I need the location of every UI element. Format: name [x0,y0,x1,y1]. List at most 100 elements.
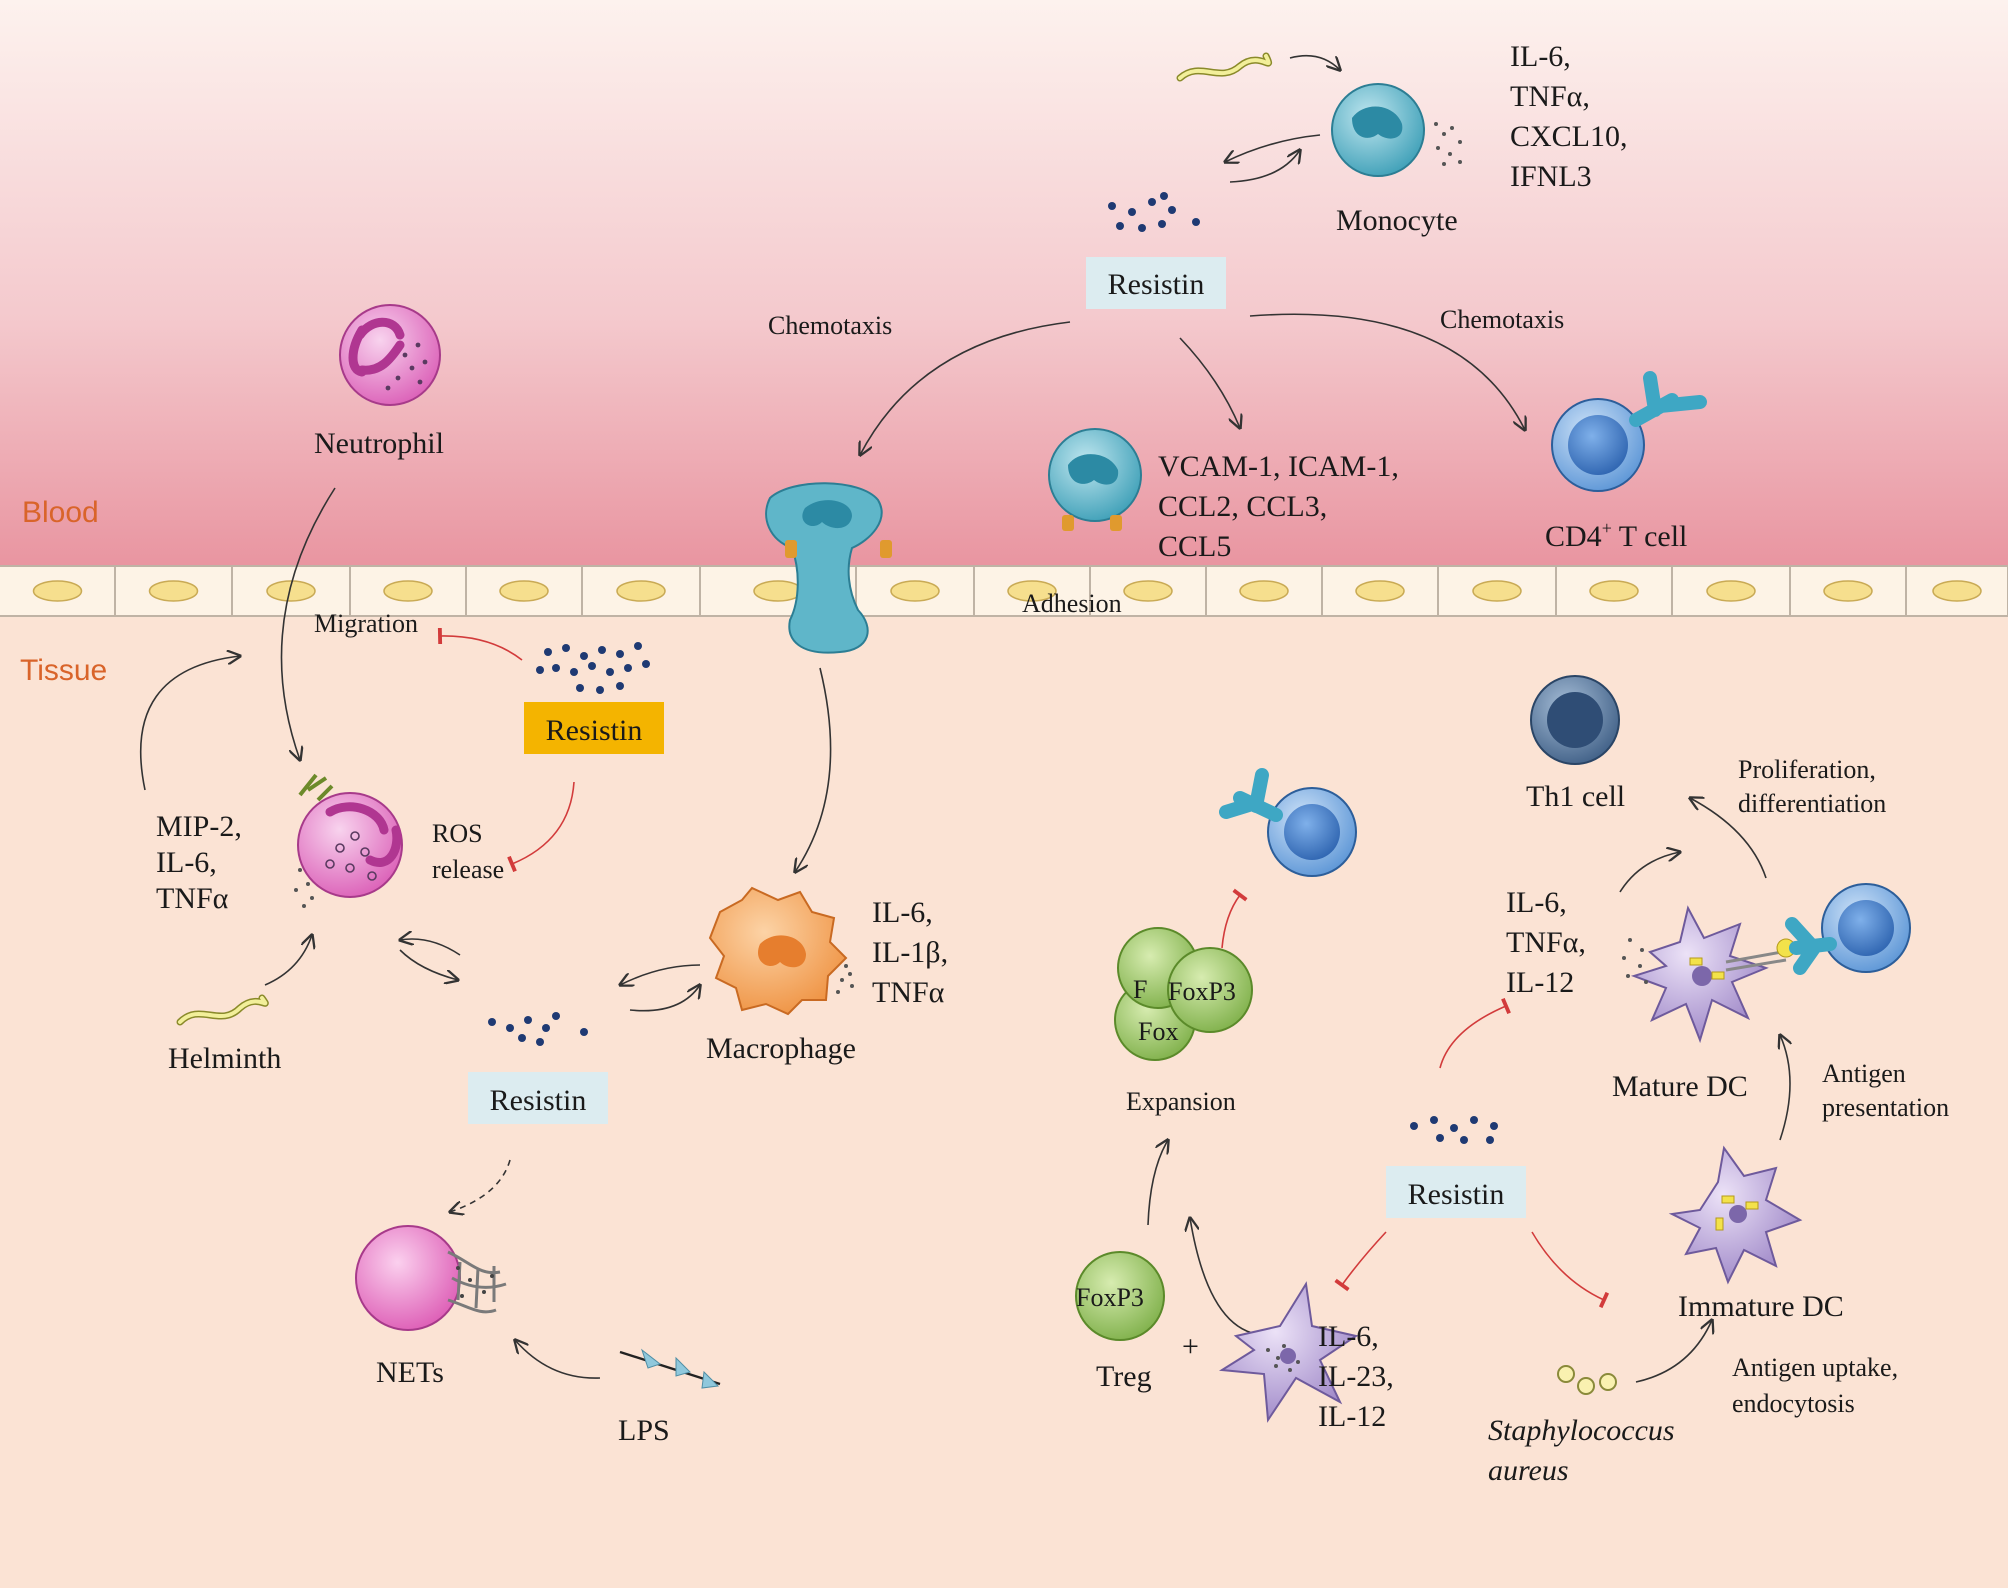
arrow-helminth-monocyte [1289,54,1340,70]
endothelial-cell-nucleus [32,580,83,602]
arrow-resistin-neut [400,939,461,956]
neut-cytokine-2: IL-6, [156,846,217,879]
resistin-box-highlight: Resistin [524,702,664,754]
th1-cell [1530,675,1620,765]
mac-cytokine-3: TNFα [872,976,945,1009]
endothelial-cell-nucleus [1472,580,1522,602]
cd4-prefix: CD4 [1545,520,1602,553]
endothelial-cell-nucleus [383,580,433,602]
mac-cytokine-2: IL-1β, [872,936,948,969]
endothelial-cell-nucleus [1589,580,1639,602]
adhesion-molecule-2: CCL2, CCL3, [1158,490,1327,523]
resistin-box-mid: Resistin [468,1072,608,1124]
neutrophil-cell [339,304,441,406]
chemotaxis-left-label: Chemotaxis [768,311,892,340]
arrow-mip2-migration [140,656,240,791]
arrow-macrophage-resistin [620,964,701,985]
neut-cytokine-3: TNFα [156,882,229,915]
lps-molecule [619,1348,721,1389]
arrow-lps-nets [515,1340,601,1379]
resistin-dots-dc [1410,1116,1498,1144]
adhesion-molecule-3: CCL5 [1158,530,1231,563]
neut-cytokine-1: MIP-2, [156,810,242,843]
foxp3-label-cluster: FoxP3 [1168,977,1236,1006]
endothelial-cell-nucleus [499,580,549,602]
resistin-dots-mid [488,1012,588,1046]
endothelial-cell-nucleus [148,580,199,602]
inhibit-treg-cytokines [1334,1231,1387,1292]
antigen-uptake-label-2: endocytosis [1732,1389,1855,1418]
foxp3-label-partial-b: Fox [1138,1017,1178,1046]
resistin-dots-top [1108,192,1200,232]
resistin-dots-highlight [536,642,650,694]
expansion-label: Expansion [1126,1087,1236,1116]
inhibit-ros [507,781,575,873]
arrow-chemotaxis-right [1249,313,1525,430]
th1-label: Th1 cell [1526,780,1625,813]
inhibit-migration [437,627,523,661]
dendritic-cell-treg [1218,1281,1359,1423]
inhibit-dc-cytokines [1439,997,1511,1069]
tissue-label: Tissue [20,654,107,687]
inhibit-expansion [1221,888,1248,949]
immature-dc-cell [1668,1145,1803,1285]
svg-text:Resistin: Resistin [546,714,643,747]
mature-dc-label: Mature DC [1612,1070,1748,1103]
t-cell-expansion [1219,768,1357,877]
treg-cytokine-2: IL-23, [1318,1360,1394,1393]
inhibition-lines [437,627,1610,1309]
arrow-maturedc-th1 [1690,798,1767,879]
arrow-resistin-mono [1229,150,1300,183]
endothelial-cell-nucleus [1706,580,1756,602]
resistin-box-top: Resistin [1086,257,1226,309]
arrows [140,54,1790,1383]
staph-label-1: Staphylococcus [1488,1414,1675,1447]
mono-cytokine-4: IFNL3 [1510,160,1592,193]
arrow-mono-resistin [1225,134,1321,162]
treg-cytokine-3: IL-12 [1318,1400,1386,1433]
tissue-region [0,580,2008,1588]
treg-label: Treg [1096,1360,1152,1393]
blood-region [0,0,2008,580]
dc-cytokine-3: IL-12 [1506,966,1574,999]
svg-text:Resistin: Resistin [1408,1178,1505,1211]
monocyte-cell [1331,83,1425,177]
prolif-label-2: differentiation [1738,789,1886,818]
arrow-monocyte-macrophage [795,667,832,872]
inhibit-immature-dc [1531,1231,1610,1309]
arrow-neut-resistin [399,949,458,980]
arrow-resistin-nets [450,1159,511,1212]
mac-cytokine-1: IL-6, [872,896,933,929]
cd4-t-cell [1551,371,1707,492]
endothelial-cell-nucleus [753,580,803,602]
antigen-uptake-label-1: Antigen uptake, [1732,1353,1898,1382]
labels-group: IL-6, TNFα, CXCL10, IFNL3 Monocyte Chemo… [156,40,1949,1487]
plus-sign: + [1182,1330,1199,1363]
mature-dc-cell [1630,905,1796,1044]
nets-cell [355,1225,507,1331]
endothelial-cell-nucleus [1123,580,1173,602]
adhesion-molecule-1: VCAM-1, ICAM-1, [1158,450,1399,483]
antigen-pres-label-2: presentation [1822,1093,1949,1122]
macrophage-label: Macrophage [706,1032,856,1065]
cd4-sup: + [1602,518,1612,538]
endothelial-cell-nucleus [1007,580,1057,602]
endothelial-cell-nucleus [616,580,666,602]
arrow-resistin-macrophage [629,985,700,1012]
dc-cytokine-1: IL-6, [1506,886,1567,919]
arrow-cytokines-th1 [1619,852,1680,893]
arrow-helminth-neutrophil [264,935,312,986]
adhesion-label: Adhesion [1022,589,1122,618]
transmigrating-monocyte-cell [765,482,892,654]
t-cell-mature-dc [1785,883,1911,975]
resistin-box-dc: Resistin [1386,1166,1526,1218]
ros-label-2: release [432,855,504,884]
arrow-staph-immaturedc [1635,1320,1712,1383]
macrophage-cell [708,886,854,1016]
mono-cytokine-2: TNFα, [1510,80,1590,113]
cd4-t-cell-label: CD4+ T cell [1545,518,1687,553]
arrow-treg-expansion [1147,1140,1168,1226]
migration-label: Migration [314,609,418,638]
neutrophil-label: Neutrophil [314,427,444,460]
